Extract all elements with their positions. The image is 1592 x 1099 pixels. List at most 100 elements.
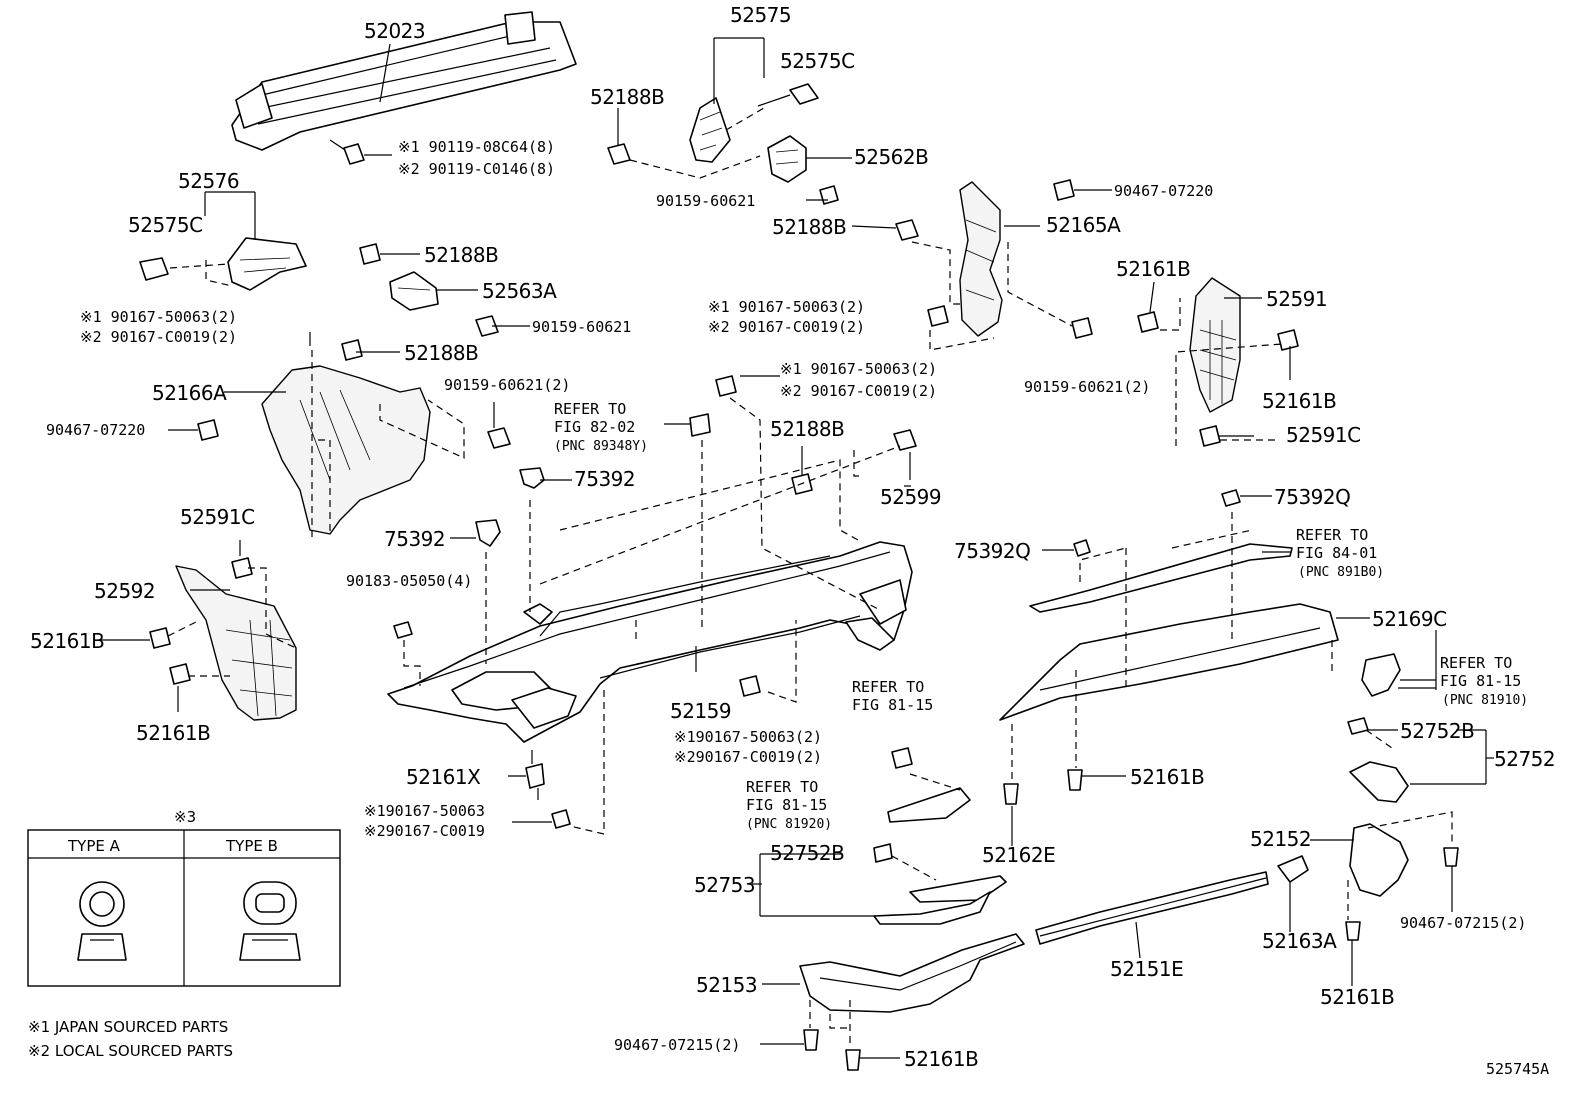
label-52591C: 52591C [180,505,255,529]
label-90467-07220: 90467-07220 [1114,182,1213,200]
bracket-52562B [767,135,807,183]
label-52575: 52575 [730,3,791,27]
bolt-label: ※2 90167-C0019(2) [80,328,237,346]
label-52161B: 52161B [1116,257,1190,281]
bolt-label: ※290167-C0019 [364,822,485,840]
ref-title: REFER TO [554,400,626,418]
label-52163A: 52163A [1262,929,1337,953]
bracket-52592 [149,557,297,721]
label-52165A: 52165A [1046,213,1121,237]
bracket-52575 [689,97,731,163]
bolt-label: ※1 90119-08C64(8) [398,138,555,156]
bolt-label: ※2 90167-C0019(2) [708,318,865,336]
garnish-52153 [799,933,1025,1013]
label-75392: 75392 [384,527,445,551]
label-52161B: 52161B [1262,389,1336,413]
clip-type-b-icon [239,881,301,961]
part-labels: 52023 52575 52575C 52188B 52562B 90159-6… [30,3,1556,1071]
legend-note-japan: ※1 JAPAN SOURCED PARTS [28,1018,228,1036]
label-52591C: 52591C [1286,423,1361,447]
legend-note-local: ※2 LOCAL SOURCED PARTS [28,1042,233,1060]
label-52188B: 52188B [424,243,498,267]
clip-52575C-top [757,83,819,107]
strip-52151E [1035,871,1269,945]
bolt-label: ※1 90167-50063(2) [780,360,937,378]
label-52169C: 52169C [1372,607,1447,631]
label-52161X: 52161X [406,765,481,789]
ref-fig: FIG 81-15 [1440,672,1521,690]
push-clips [803,769,1459,1071]
ref-title: REFER TO [1440,654,1512,672]
diagram-id: 525745A [1486,1060,1549,1078]
dashed-lines [167,107,1453,1048]
label-52152: 52152 [1250,827,1311,851]
reflector-52752 [1347,653,1409,803]
ref-fig: FIG 82-02 [554,418,635,436]
label-52159: 52159 [670,699,731,723]
label-52161B: 52161B [136,721,210,745]
clips-75392 [393,375,917,829]
label-52153: 52153 [696,973,757,997]
reference-notes: REFER TO FIG 82-02 (PNC 89348Y) REFER TO… [554,400,1528,832]
ref-pnc: (PNC 81910) [1442,693,1528,708]
label-52161B: 52161B [1320,985,1394,1009]
ref-title: REFER TO [1296,526,1368,544]
label-90159-60621: 90159-60621 [656,192,755,210]
ref-fig: FIG 81-15 [746,796,827,814]
ref-pnc: (PNC 89348Y) [554,439,648,454]
label-75392Q: 75392Q [954,539,1030,563]
retainer-52166A [197,339,511,535]
label-90159-60621-2: 90159-60621(2) [444,376,570,394]
label-52563A: 52563A [482,279,557,303]
legend-type-b: TYPE B [225,837,278,855]
ref-pnc: (PNC 891B0) [1298,565,1384,580]
label-52162E: 52162E [982,843,1055,867]
legend-text: ※3 TYPE A TYPE B ※1 JAPAN SOURCED PARTS … [28,808,1549,1078]
label-52161B: 52161B [1130,765,1204,789]
legend-box [27,829,341,987]
bolt-beam [329,139,392,165]
label-52023: 52023 [364,19,425,43]
label-52188B: 52188B [772,215,846,239]
bolt-52562B [819,185,839,205]
label-52161B: 52161B [904,1047,978,1071]
ref-pnc: (PNC 81920) [746,817,832,832]
label-75392: 75392 [574,467,635,491]
label-52166A: 52166A [152,381,227,405]
clip-type-a-icon [77,881,127,961]
label-52752: 52752 [1494,747,1555,771]
bolt-labels: ※1 90119-08C64(8) ※2 90119-C0146(8) ※1 9… [80,138,937,840]
label-52752B: 52752B [770,841,844,865]
label-52188B: 52188B [590,85,664,109]
legend-mark: ※3 [174,808,196,826]
bracket-52576 [139,237,307,291]
ref-title: REFER TO [746,778,818,796]
garnish-52169C [999,603,1339,721]
bumper-cover-52159 [387,541,913,743]
label-52576: 52576 [178,169,239,193]
bolt-label: ※2 90167-C0019(2) [780,382,937,400]
label-52161B: 52161B [30,629,104,653]
ref-fig: FIG 84-01 [1296,544,1377,562]
label-90467-07220: 90467-07220 [46,421,145,439]
label-52575C: 52575C [128,213,203,237]
bolt-label: ※190167-50063(2) [674,728,822,746]
label-90467-07215-2: 90467-07215(2) [1400,914,1526,932]
label-52591: 52591 [1266,287,1327,311]
label-52575C: 52575C [780,49,855,73]
label-90159-60621: 90159-60621 [532,318,631,336]
label-52562B: 52562B [854,145,928,169]
bolt-label: ※1 90167-50063(2) [708,298,865,316]
bracket-52152 [1277,823,1409,897]
clip-52188B-top [607,143,631,165]
bracket-52165A [895,179,1093,339]
ref-title: REFER TO [852,678,924,696]
bracket-52563A [359,243,499,337]
label-75392Q: 75392Q [1274,485,1350,509]
legend-type-a: TYPE A [67,837,121,855]
bolt-label: ※1 90167-50063(2) [80,308,237,326]
reflector-52753 [873,747,1007,925]
label-52599: 52599 [880,485,941,509]
bolt-label: ※190167-50063 [364,802,485,820]
